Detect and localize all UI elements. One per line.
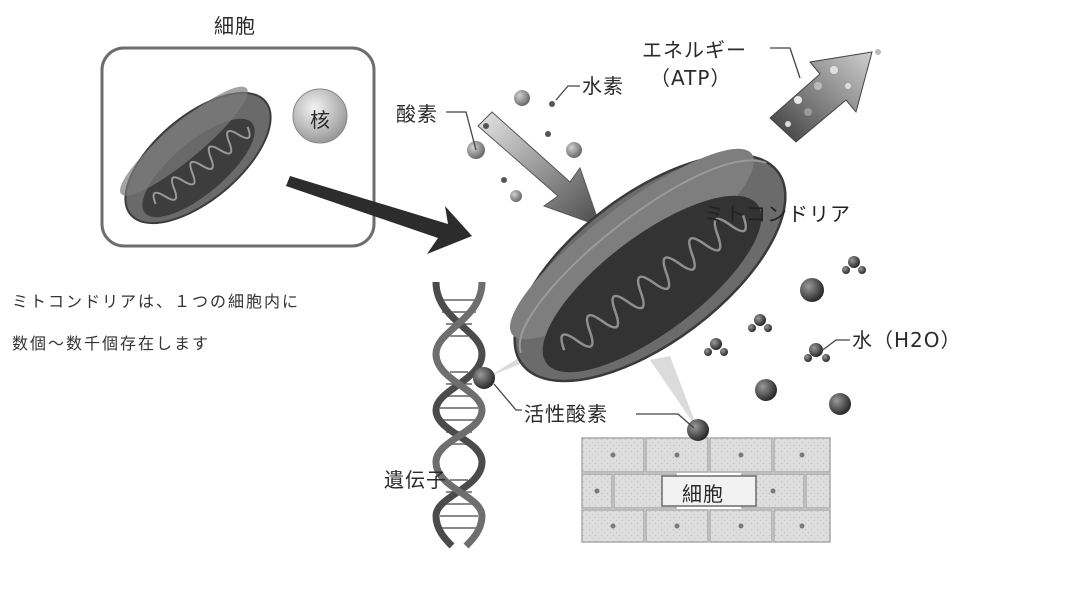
atp-outflow-arrow-icon (770, 49, 881, 142)
cell-illustration (102, 48, 374, 247)
energy-label: エネルギー (642, 34, 747, 63)
dna-helix-icon (436, 282, 482, 546)
caption-line-2: 数個～数千個存在します (12, 330, 210, 354)
ros-dot-cell (687, 419, 709, 441)
oxygen-hydrogen-inflow-arrow-icon (467, 90, 600, 226)
water-label: 水（H2O） (852, 324, 962, 353)
atp-label: （ATP） (650, 62, 731, 91)
nucleus-label: 核 (310, 104, 331, 133)
mitochondria-label: ミトコンドリア (704, 198, 851, 227)
ros-dot-dna (473, 367, 495, 389)
gene-label: 遺伝子 (384, 464, 447, 493)
ros-label: 活性酸素 (524, 398, 608, 427)
hydrogen-label: 水素 (582, 70, 624, 99)
cell-label-bottom: 細胞 (682, 478, 724, 507)
caption-line-1: ミトコンドリアは、１つの細胞内に (12, 288, 300, 312)
oxygen-label: 酸素 (396, 98, 438, 127)
cell-label-top: 細胞 (214, 10, 256, 39)
